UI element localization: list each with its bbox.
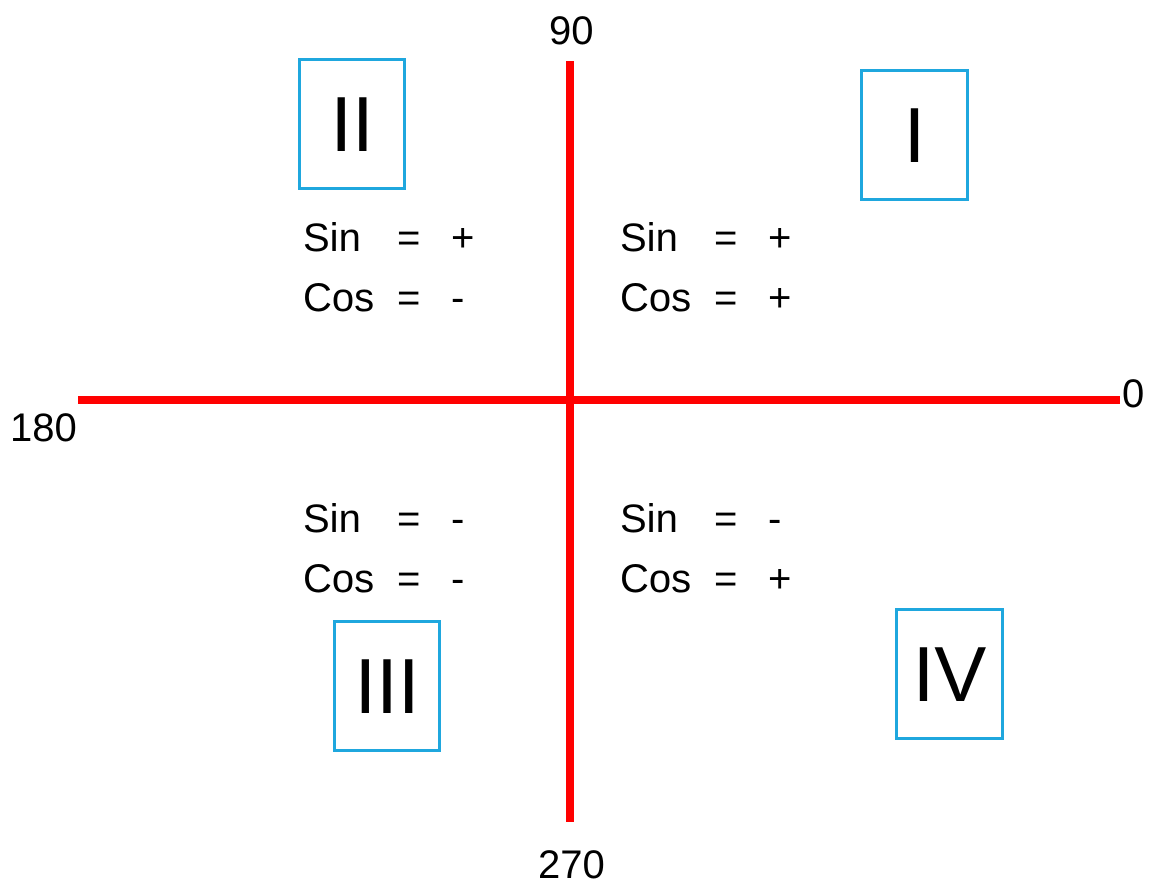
cos-label: Cos (620, 276, 692, 320)
angle-label-90: 90 (549, 9, 594, 53)
cos-sign: + (768, 276, 792, 320)
quadrant-III-box: III (333, 620, 441, 752)
sin-label: Sin (303, 497, 361, 541)
equals-sign: = (397, 216, 421, 260)
angle-label-180: 180 (10, 406, 77, 450)
sin-sign: - (451, 497, 465, 541)
sin-sign: + (451, 216, 475, 260)
cos-sign: + (768, 557, 792, 601)
cos-label: Cos (303, 557, 375, 601)
equals-sign: = (397, 497, 421, 541)
sin-label: Sin (303, 216, 361, 260)
sin-label: Sin (620, 216, 678, 260)
equals-sign: = (714, 557, 738, 601)
equals-sign: = (714, 216, 738, 260)
quadrant-I-box: I (860, 69, 969, 201)
angle-label-270: 270 (538, 843, 605, 887)
equals-sign: = (714, 497, 738, 541)
equals-sign: = (397, 276, 421, 320)
horizontal-axis (78, 396, 1120, 404)
cos-label: Cos (303, 276, 375, 320)
cos-sign: - (451, 557, 465, 601)
quadrant-II-box: II (298, 58, 406, 190)
sin-sign: + (768, 216, 792, 260)
cos-label: Cos (620, 557, 692, 601)
equals-sign: = (714, 276, 738, 320)
sin-label: Sin (620, 497, 678, 541)
quadrant-IV-box: IV (895, 608, 1004, 740)
sin-sign: - (768, 497, 782, 541)
equals-sign: = (397, 557, 421, 601)
cos-sign: - (451, 276, 465, 320)
angle-label-0: 0 (1122, 372, 1145, 416)
vertical-axis (566, 61, 574, 822)
